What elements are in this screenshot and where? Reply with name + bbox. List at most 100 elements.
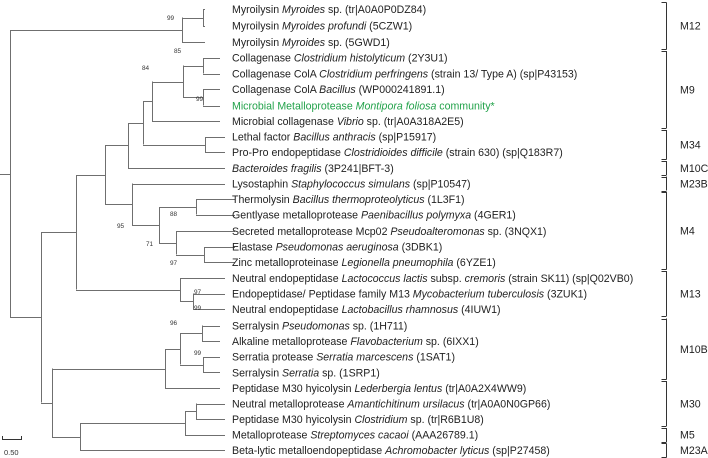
family-label: M23A — [680, 445, 708, 457]
leaf-label: Peptidase M30 hyicolysin Clostridium sp.… — [232, 414, 484, 426]
leaf-label-italic: Clostridioides difficile — [344, 147, 443, 159]
leaf-label-text: Lysostaphin — [232, 178, 291, 190]
leaf-label-italic: Amantichitinum ursilacus — [346, 398, 465, 410]
leaf-label-text: (1SAT1) — [413, 352, 455, 364]
leaf-label-italic: Montipora foliosa — [356, 100, 437, 112]
leaf-label: Collagenase ColA Bacillus (WP000241891.1… — [232, 84, 445, 96]
leaf-label-italic: Mycobacterium tuberculosis — [413, 288, 545, 300]
leaf-label-italic: Myroides profundi — [282, 21, 367, 33]
leaf-label-italic: Legionella pneumophila — [342, 257, 454, 269]
family-label: M9 — [680, 84, 695, 96]
leaf-label: Endopeptidase/ Peptidase family M13 Myco… — [232, 288, 587, 300]
leaf-labels: Myroilysin Myroides sp. (tr|A0A0P0DZ84)M… — [232, 4, 633, 457]
leaf-label-italic: Lactobacillus rhamnosus — [342, 304, 459, 316]
leaf-label-italic: Paenibacillus polymyxa — [361, 210, 471, 222]
leaf-label-text: Beta-lytic metalloendopeptidase — [232, 445, 385, 457]
bootstrap-value: 99 — [196, 96, 204, 103]
leaf-label-text: Secreted metalloprotease Mcp02 — [232, 226, 390, 238]
leaf-label-text: sp. (tr|A0A318A2E5) — [364, 116, 464, 128]
leaf-label-text: Serralysin — [232, 321, 282, 333]
leaf-label: Myroilysin Myroides sp. (5GWD1) — [232, 37, 390, 49]
bootstrap-value: 97 — [170, 260, 178, 267]
bootstrap-value: 84 — [142, 65, 150, 72]
leaf-label-text: sp. (6IXX1) — [423, 336, 479, 348]
leaf-label-text: Neutral endopeptidase — [232, 273, 342, 285]
leaf-label: Lethal factor Bacillus anthracis (sp|P15… — [232, 132, 436, 144]
leaf-label-italic: Pseudomonas aeruginosa — [276, 242, 399, 254]
leaf-label: Zinc metalloproteinase Legionella pneumo… — [232, 257, 496, 269]
leaf-label: Serralysin Pseudomonas sp. (1H711) — [232, 321, 407, 333]
leaf-label-text: Neutral metalloprotease — [232, 398, 347, 410]
leaf-label-italic: cremoris — [465, 273, 506, 285]
leaf-label-text: Myroilysin — [232, 37, 282, 49]
leaf-label-italic: Clostridium perfringens — [319, 68, 429, 80]
leaf-label: Thermolysin Bacillus thermoproteolyticus… — [232, 194, 465, 206]
leaf-label-italic: Serratia marcescens — [316, 352, 414, 364]
bootstrap-value: 99 — [167, 15, 175, 22]
family-label: M13 — [680, 288, 701, 300]
family-label: M4 — [680, 226, 695, 238]
leaf-label: Neutral metalloprotease Amantichitinum u… — [232, 398, 550, 410]
leaf-label-text: (WP000241891.1) — [356, 84, 445, 96]
leaf-label-text: (strain 630) (sp|Q183R7) — [443, 147, 563, 159]
family-label: M30 — [680, 398, 701, 410]
leaf-label: Serratia protease Serratia marcescens (1… — [232, 352, 455, 364]
leaf-label: Peptidase M30 hyicolysin Lederbergia len… — [232, 383, 526, 395]
leaf-label-text: Endopeptidase/ Peptidase family M13 — [232, 288, 413, 300]
leaf-label-italic: Bacteroides fragilis — [232, 163, 322, 175]
leaf-label: Metalloprotease Streptomyces cacaoi (AAA… — [232, 430, 478, 442]
leaf-label-italic: Myroides — [282, 37, 326, 49]
leaf-label: Neutral endopeptidase Lactobacillus rham… — [232, 304, 501, 316]
leaf-label-italic: Bacillus thermoproteolyticus — [293, 194, 426, 206]
leaf-label-text: (1L3F1) — [425, 194, 465, 206]
leaf-label-italic: Myroides — [282, 4, 326, 16]
family-label: M5 — [680, 430, 695, 442]
leaf-label-text: (strain SK11) (sp|Q02VB0) — [505, 273, 633, 285]
leaf-label: Beta-lytic metalloendopeptidase Achromob… — [232, 445, 550, 457]
bootstrap-value: 97 — [194, 289, 202, 296]
leaf-label-text: (4GER1) — [471, 210, 516, 222]
leaf-label: Bacteroides fragilis (3P241|BFT-3) — [232, 163, 394, 175]
leaf-label: Collagenase Clostridium histolyticum (2Y… — [232, 53, 448, 65]
family-label: M10B — [680, 344, 708, 356]
leaf-label: Microbial collagenase Vibrio sp. (tr|A0A… — [232, 116, 464, 128]
leaf-label-text: Serralysin — [232, 367, 282, 379]
leaf-label-text: (2Y3U1) — [405, 53, 447, 65]
leaf-label: Secreted metalloprotease Mcp02 Pseudoalt… — [232, 226, 546, 238]
tree-branches — [0, 9, 235, 451]
family-label: M23B — [680, 178, 708, 190]
leaf-label-text: (tr|A0A2X4WW9) — [442, 383, 526, 395]
leaf-label-italic: Streptomyces cacaoi — [310, 430, 409, 442]
leaf-label-text: Microbial collagenase — [232, 116, 337, 128]
leaf-label-italic: Lederbergia lentus — [354, 383, 442, 395]
leaf-label-italic: Clostridium — [354, 414, 407, 426]
leaf-label: Lysostaphin Staphylococcus simulans (sp|… — [232, 178, 471, 190]
leaf-label-italic: Bacillus — [319, 84, 356, 96]
leaf-label-text: (strain 13/ Type A) (sp|P43153) — [428, 68, 577, 80]
leaf-label-italic: Pseudomonas — [282, 321, 350, 333]
leaf-label-text: (6YZE1) — [453, 257, 495, 269]
leaf-label: Neutral endopeptidase Lactococcus lactis… — [232, 273, 633, 285]
bootstrap-value: 96 — [170, 320, 178, 327]
bootstrap-value: 95 — [117, 223, 125, 230]
leaf-label-italic: Achromobacter lyticus — [384, 445, 490, 457]
leaf-label-text: Elastase — [232, 242, 276, 254]
family-label: M12 — [680, 21, 701, 33]
bootstrap-value: 88 — [170, 211, 178, 218]
leaf-label-text: subsp. — [428, 273, 465, 285]
bootstrap-value: 71 — [146, 241, 154, 248]
leaf-label-text: Serratia protease — [232, 352, 316, 364]
bootstrap-value: 99 — [194, 350, 202, 357]
leaf-label-text: Peptidase M30 hyicolysin — [232, 383, 354, 395]
leaf-label-text: Gentlyase metalloprotease — [232, 210, 361, 222]
leaf-label-text: (sp|P10547) — [410, 178, 470, 190]
scale-bar: 0.50 — [2, 436, 22, 457]
leaf-label: Elastase Pseudomonas aeruginosa (3DBK1) — [232, 242, 442, 254]
leaf-label-text: Collagenase — [232, 53, 294, 65]
leaf-label-text: sp. (5GWD1) — [325, 37, 390, 49]
family-label: M10C — [680, 163, 708, 175]
leaf-label-text: Microbial Metalloprotease — [232, 100, 356, 112]
leaf-label-text: Myroilysin — [232, 4, 282, 16]
leaf-label-text: community* — [436, 100, 494, 112]
